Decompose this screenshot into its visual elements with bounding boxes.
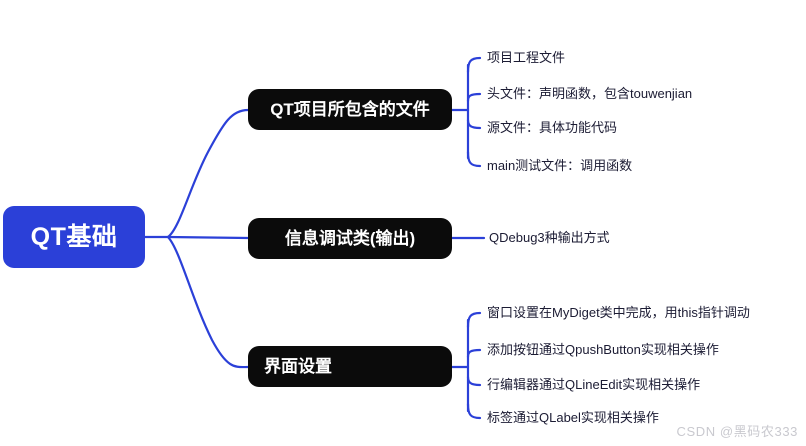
connector-branch-0-elbow-0 <box>466 56 482 74</box>
branch-node-label: QT项目所包含的文件 <box>270 100 430 119</box>
connector-branch-2-elbow-2 <box>466 375 482 387</box>
connector-branch-2-elbow-1 <box>466 348 482 359</box>
leaf-label[interactable]: 添加按钮通过QpushButton实现相关操作 <box>487 342 719 357</box>
csdn-watermark: CSDN @黑码农333 <box>676 424 798 439</box>
branch-node-label: 信息调试类(输出) <box>284 229 416 248</box>
leaf-label[interactable]: 头文件：声明函数，包含touwenjian <box>487 86 693 101</box>
leaf-label[interactable]: 窗口设置在MyDiget类中完成，用this指针调动 <box>487 305 750 320</box>
connector-branch-2-elbow-0 <box>466 311 482 329</box>
leaf-label[interactable]: 行编辑器通过QLineEdit实现相关操作 <box>487 377 701 392</box>
branch-node-debug-output[interactable]: 信息调试类(输出) <box>248 218 452 259</box>
branch-node-ui-settings[interactable]: 界面设置 <box>248 346 452 387</box>
connector-root-to-branch-0 <box>166 108 250 239</box>
connector-branch-0-elbow-3 <box>466 150 482 168</box>
leaf-label[interactable]: 标签通过QLabel实现相关操作 <box>487 410 659 425</box>
leaf-label[interactable]: QDebug3种输出方式 <box>489 230 610 245</box>
branch-node-qt-project-files[interactable]: QT项目所包含的文件 <box>248 89 452 130</box>
connector-root-to-branch-2 <box>166 235 250 369</box>
connector-branch-0-elbow-1 <box>466 92 482 103</box>
root-node[interactable]: QT基础 <box>3 206 145 268</box>
connector-root-to-branch-1 <box>166 235 250 240</box>
connector-branch-2-elbow-3 <box>466 402 482 420</box>
leaf-label[interactable]: 项目工程文件 <box>487 50 566 65</box>
leaf-label[interactable]: main测试文件：调用函数 <box>487 158 633 173</box>
connector-branch-0-elbow-2 <box>466 118 482 130</box>
root-node-label: QT基础 <box>30 222 118 251</box>
leaf-label[interactable]: 源文件：具体功能代码 <box>487 120 618 135</box>
branch-node-label: 界面设置 <box>264 357 332 376</box>
